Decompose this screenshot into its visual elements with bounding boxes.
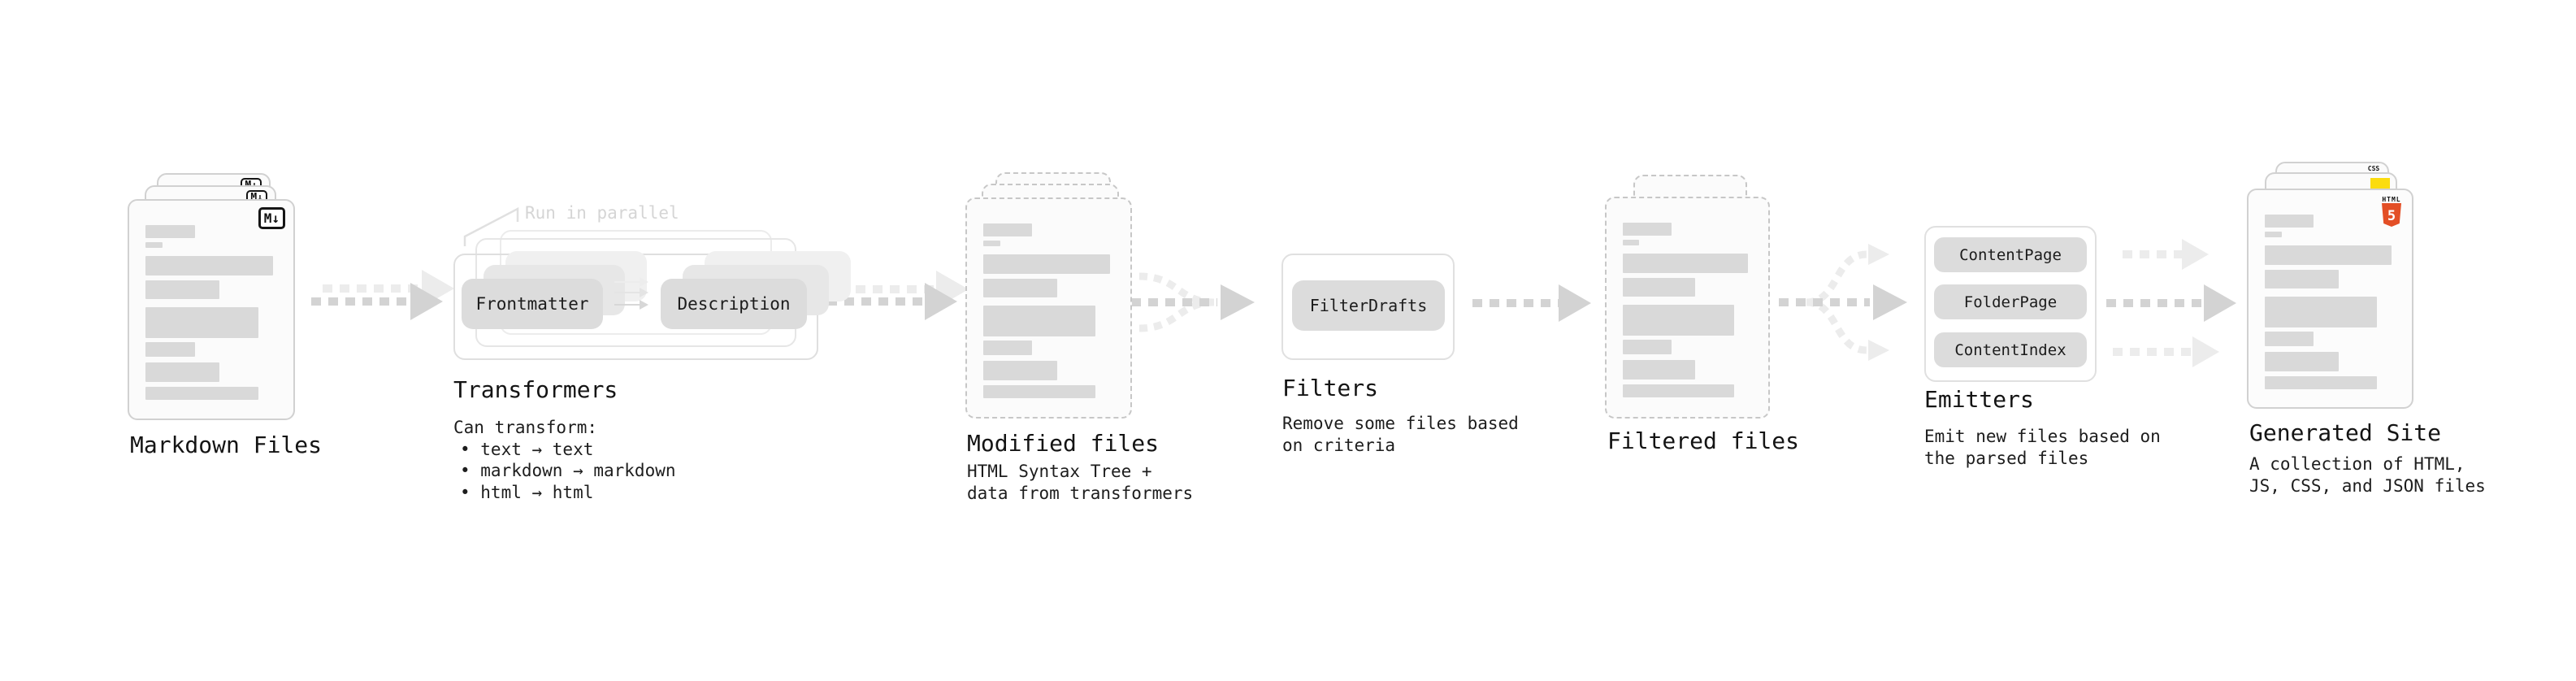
generated-site-label: Generated Site <box>2249 419 2442 446</box>
emitter-chip-folderpage: FolderPage <box>1934 284 2087 319</box>
text-placeholder-bars <box>145 225 275 400</box>
run-in-parallel-annotation: Run in parallel <box>525 203 679 223</box>
html5-icon: HTML 5 <box>2381 196 2402 230</box>
bullet-line: • markdown → markdown <box>460 461 676 480</box>
bullet-line: • html → html <box>460 482 594 502</box>
fork-arrows <box>1779 244 1907 361</box>
description-line: data from transformers <box>967 484 1194 503</box>
modified-file-front <box>965 197 1132 419</box>
bullet-line: • text → text <box>460 439 594 459</box>
filters-label: Filters <box>1282 375 1379 401</box>
flow-arrow-faint <box>2123 236 2209 273</box>
svg-text:5: 5 <box>2387 208 2396 224</box>
description-line: Remove some files based <box>1282 414 1519 433</box>
transformers-label: Transformers <box>453 376 618 403</box>
description-line: JS, CSS, and JSON files <box>2249 476 2486 496</box>
flow-arrow <box>1472 284 1591 322</box>
markdown-files-label: Markdown Files <box>130 432 323 458</box>
text-placeholder-bars <box>2265 215 2394 389</box>
flow-arrow <box>827 283 957 320</box>
text-placeholder-bars <box>1623 223 1750 397</box>
filters-description: Remove some files based on criteria <box>1282 413 1519 457</box>
emitter-chip-contentindex: ContentIndex <box>1934 332 2087 367</box>
flow-arrow <box>2106 284 2236 322</box>
filter-chip-filterdrafts: FilterDrafts <box>1292 280 1445 331</box>
markdown-icon: M↓ <box>258 207 285 229</box>
emitters-label: Emitters <box>1924 386 2034 413</box>
description-line: HTML Syntax Tree + <box>967 462 1152 481</box>
flow-arrow-faint <box>2113 333 2219 371</box>
generated-file-html: HTML 5 <box>2247 189 2413 409</box>
emitters-description: Emit new files based on the parsed files <box>1924 426 2161 470</box>
description-line: Emit new files based on <box>1924 427 2161 446</box>
description-line: the parsed files <box>1924 449 2089 468</box>
chip-arrow-icon <box>614 276 648 288</box>
transformers-description: Can transform: • text → text • markdown … <box>453 417 676 503</box>
callout-line <box>463 206 519 246</box>
text-placeholder-bars <box>983 223 1112 398</box>
filtered-files-label: Filtered files <box>1607 427 1800 454</box>
transformer-chip-frontmatter: Frontmatter <box>462 279 603 329</box>
markdown-file-front: M↓ <box>128 199 295 420</box>
description-line: A collection of HTML, <box>2249 454 2465 474</box>
modified-files-label: Modified files <box>967 430 1160 457</box>
filtered-file-front <box>1605 197 1770 419</box>
html5-shield-icon: 5 <box>2382 203 2401 227</box>
js-icon <box>2370 178 2390 189</box>
description-line: on criteria <box>1282 436 1396 455</box>
chip-arrow-icon <box>614 299 648 310</box>
merge-arrows <box>1131 272 1255 332</box>
flow-arrow <box>311 283 443 320</box>
html5-icon-text: HTML <box>2382 196 2401 203</box>
modified-files-description: HTML Syntax Tree + data from transformer… <box>967 461 1193 505</box>
generated-site-description: A collection of HTML, JS, CSS, and JSON … <box>2249 453 2486 497</box>
chip-arrow-icon <box>614 287 648 298</box>
emitter-chip-contentpage: ContentPage <box>1934 237 2087 272</box>
description-line: Can transform: <box>453 418 598 437</box>
css-icon-text: CSS <box>2367 165 2380 172</box>
transformer-chip-description: Description <box>661 279 807 329</box>
